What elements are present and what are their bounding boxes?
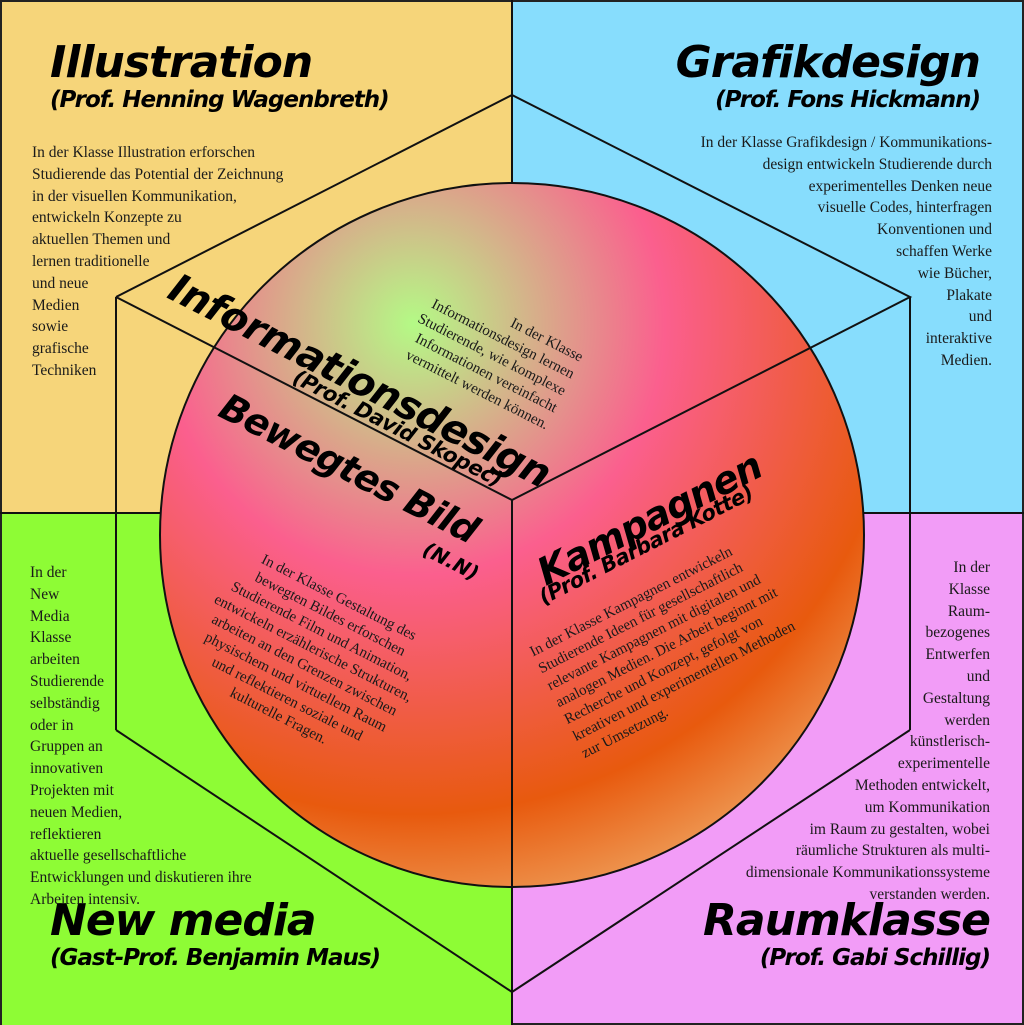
raumklasse-description: In der Klasse Raum- bezogenes Entwerfen … xyxy=(745,559,990,903)
illustration-title: Illustration xyxy=(50,37,313,88)
newmedia-description: In der New Media Klasse arbeiten Studier… xyxy=(30,564,252,908)
grafikdesign-heading: Grafikdesign (Prof. Fons Hickmann) xyxy=(675,37,981,114)
grafikdesign-description: In der Klasse Grafikdesign / Kommunikati… xyxy=(700,134,992,369)
raumklasse-heading: Raumklasse (Prof. Gabi Schillig) xyxy=(703,895,991,972)
newmedia-heading: New media (Gast-Prof. Benjamin Maus) xyxy=(50,895,381,972)
illustration-professor: (Prof. Henning Wagenbreth) xyxy=(50,87,390,113)
grafikdesign-professor: (Prof. Fons Hickmann) xyxy=(715,87,981,113)
newmedia-professor: (Gast-Prof. Benjamin Maus) xyxy=(50,945,381,971)
newmedia-title: New media xyxy=(50,895,317,946)
illustration-heading: Illustration (Prof. Henning Wagenbreth) xyxy=(50,37,390,114)
illustration-description: In der Klasse Illustration erforschen St… xyxy=(32,144,284,379)
cube-outline xyxy=(115,93,913,994)
grafikdesign-title: Grafikdesign xyxy=(675,37,981,88)
raumklasse-title: Raumklasse xyxy=(703,895,991,946)
raumklasse-professor: (Prof. Gabi Schillig) xyxy=(759,945,991,971)
